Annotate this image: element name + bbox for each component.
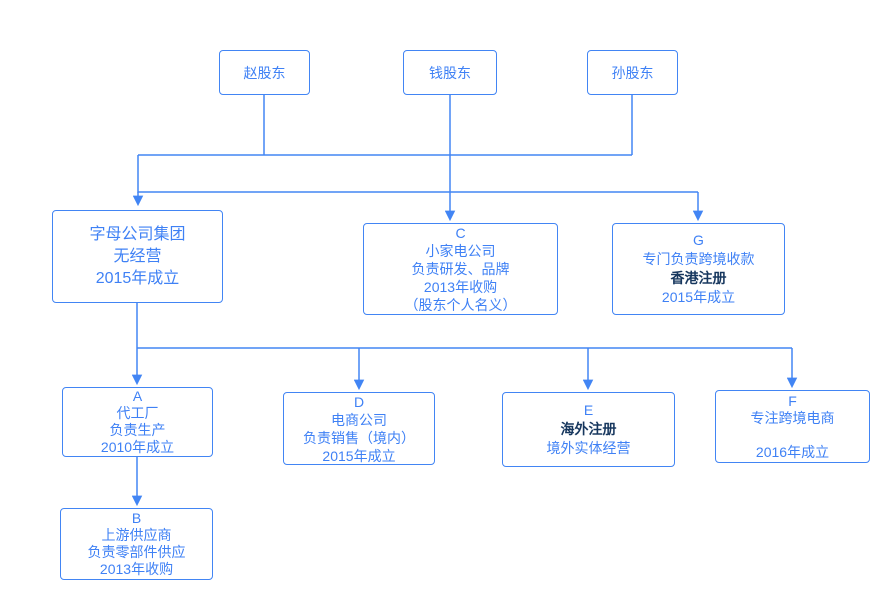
- node-text-line: 2013年收购: [99, 561, 174, 577]
- node-text-line: 专注跨境电商: [750, 409, 835, 426]
- node-company-f: F 专注跨境电商 2016年成立: [715, 390, 870, 463]
- node-shareholder-qian: 钱股东: [403, 50, 497, 95]
- node-company-b: B 上游供应商 负责零部件供应 2013年收购: [60, 508, 213, 580]
- node-company-d: D 电商公司 负责销售（境内） 2015年成立: [283, 392, 435, 465]
- node-text-line: [791, 427, 795, 444]
- node-text-line: 2013年收购: [423, 279, 498, 295]
- node-text-line: 字母公司集团: [89, 225, 186, 243]
- node-text-line: 2010年成立: [100, 439, 175, 455]
- node-text-line: （股东个人名义）: [404, 297, 517, 313]
- node-text-line: 电商公司: [331, 411, 387, 428]
- node-text-line-emphasis: 海外注册: [560, 421, 617, 437]
- node-text-line: D: [353, 393, 365, 410]
- node-text-line: E: [583, 402, 594, 418]
- node-text-line-emphasis: 香港注册: [670, 270, 727, 286]
- node-text-line: 负责生产: [109, 422, 166, 438]
- node-text-line: 2015年成立: [322, 447, 396, 464]
- node-text-line: B: [131, 510, 142, 526]
- edge-shareholder-bus-bottom: [137, 155, 698, 193]
- node-company-g: G 专门负责跨境收款 香港注册 2015年成立: [612, 223, 785, 315]
- node-parent-company: 字母公司集团 无经营 2015年成立: [52, 210, 223, 303]
- node-text-line: 2015年成立: [661, 289, 736, 305]
- node-text-line: 负责零部件供应: [87, 544, 186, 560]
- node-company-a: A 代工厂 负责生产 2010年成立: [62, 387, 213, 457]
- node-label: 赵股东: [243, 64, 286, 81]
- node-text-line: 2015年成立: [95, 269, 180, 287]
- node-shareholder-zhao: 赵股东: [219, 50, 310, 95]
- node-company-c: C 小家电公司 负责研发、品牌 2013年收购 （股东个人名义）: [363, 223, 558, 315]
- node-text-line: 境外实体经营: [546, 440, 631, 456]
- node-text-line: 代工厂: [116, 405, 159, 421]
- node-text-line: 上游供应商: [101, 527, 172, 543]
- node-text-line: 小家电公司: [425, 243, 496, 259]
- node-text-line: C: [455, 225, 466, 241]
- node-label: 孙股东: [611, 64, 654, 81]
- node-text-line: 2016年成立: [755, 443, 830, 460]
- node-text-line: A: [132, 388, 143, 404]
- node-text-line: G: [693, 232, 704, 248]
- node-text-line: 专门负责跨境收款: [642, 251, 755, 267]
- node-text-line: 无经营: [113, 247, 162, 265]
- node-text-line: 负责研发、品牌: [411, 261, 510, 277]
- node-shareholder-sun: 孙股东: [587, 50, 678, 95]
- node-text-line: 负责销售（境内）: [303, 429, 415, 446]
- node-label: 钱股东: [429, 64, 471, 81]
- node-company-e: E 海外注册 境外实体经营: [502, 392, 675, 467]
- node-text-line: F: [788, 392, 797, 409]
